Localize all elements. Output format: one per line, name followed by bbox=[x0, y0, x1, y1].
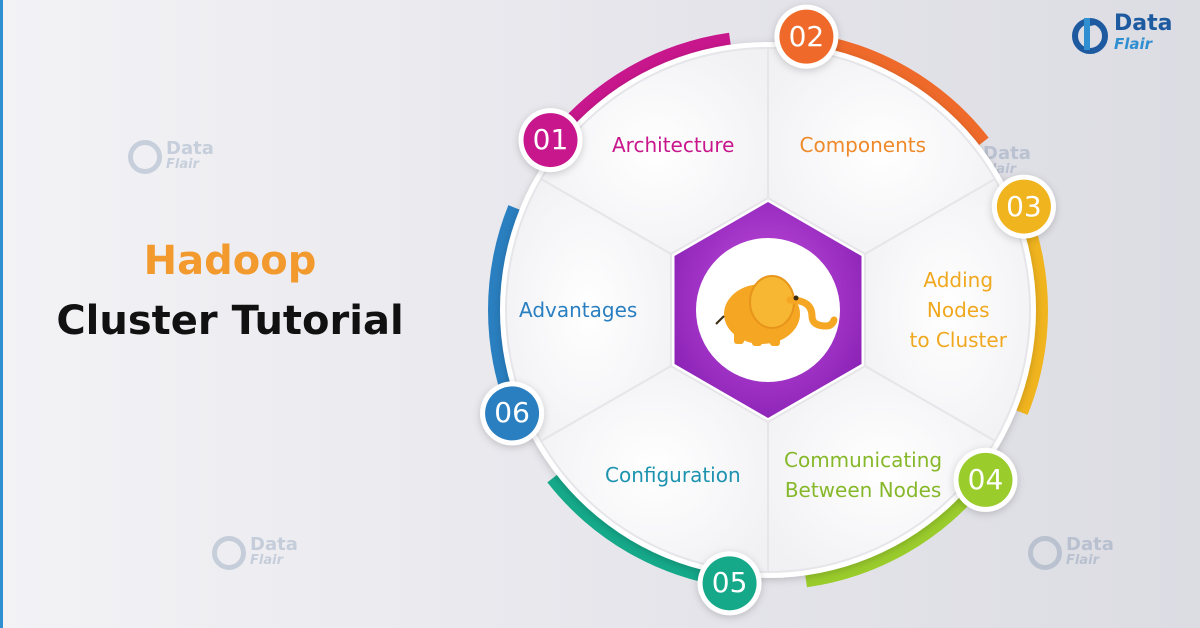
segment-label-line: Nodes bbox=[926, 298, 990, 322]
segment-label-05[interactable]: Configuration bbox=[605, 460, 741, 490]
watermark-line-1: Data bbox=[250, 534, 298, 555]
badge-number-01: 01 bbox=[532, 123, 569, 157]
badge-02 bbox=[779, 9, 834, 64]
title-line-1: Hadoop bbox=[143, 238, 317, 284]
logo-line-1: Data bbox=[1114, 11, 1173, 36]
watermark-line-2: Flair bbox=[1066, 553, 1099, 568]
segment-label-line: Between Nodes bbox=[784, 477, 942, 502]
watermark-line-1: Data bbox=[983, 143, 1031, 164]
dataflair-mark-icon bbox=[128, 140, 162, 174]
badge-number-03: 03 bbox=[1006, 189, 1042, 223]
left-accent-bar bbox=[0, 0, 3, 628]
segment-label-line: Communicating bbox=[784, 447, 943, 472]
badge-03 bbox=[996, 179, 1051, 234]
badge-05 bbox=[702, 556, 757, 611]
segment-label-line: Adding bbox=[923, 268, 994, 292]
badge-04 bbox=[958, 452, 1013, 507]
watermark-line-2: Flair bbox=[250, 553, 283, 568]
title-line-2: Cluster Tutorial bbox=[56, 298, 404, 344]
badge-number-06: 06 bbox=[494, 396, 530, 430]
dataflair-logo-icon bbox=[1072, 18, 1108, 54]
segment-label-02[interactable]: Components bbox=[800, 130, 927, 160]
dataflair-mark-icon bbox=[1028, 536, 1062, 570]
badge-06 bbox=[485, 386, 540, 441]
ring-arc-03 bbox=[1014, 205, 1048, 415]
segment-label-01[interactable]: Architecture bbox=[612, 130, 734, 160]
segment-label-line: Advantages bbox=[519, 298, 638, 322]
logo-line-2: Flair bbox=[1114, 35, 1153, 53]
watermark-line-1: Data bbox=[1066, 534, 1114, 555]
segment-label-06[interactable]: Advantages bbox=[519, 295, 637, 325]
badge-number-05: 05 bbox=[711, 566, 748, 600]
center-hexagon bbox=[674, 202, 862, 418]
watermark-line-1: Data bbox=[166, 138, 214, 159]
segment-label-line: Configuration bbox=[605, 462, 741, 487]
segments bbox=[505, 46, 1031, 574]
number-badges bbox=[480, 4, 1056, 616]
badge-number-02: 02 bbox=[788, 19, 825, 53]
badge-number-04: 04 bbox=[967, 462, 1004, 496]
segment-label-line: Architecture bbox=[612, 133, 735, 158]
dataflair-logo: Data Flair bbox=[1070, 11, 1173, 54]
elephant-icon bbox=[715, 275, 838, 346]
badge-01 bbox=[523, 113, 578, 168]
segment-label-line: Components bbox=[799, 133, 927, 158]
ring-arc-06 bbox=[488, 205, 522, 415]
dataflair-mark-icon bbox=[212, 536, 246, 570]
watermark-line-2: Flair bbox=[166, 157, 199, 172]
segment-label-line: to Cluster bbox=[909, 328, 1007, 352]
